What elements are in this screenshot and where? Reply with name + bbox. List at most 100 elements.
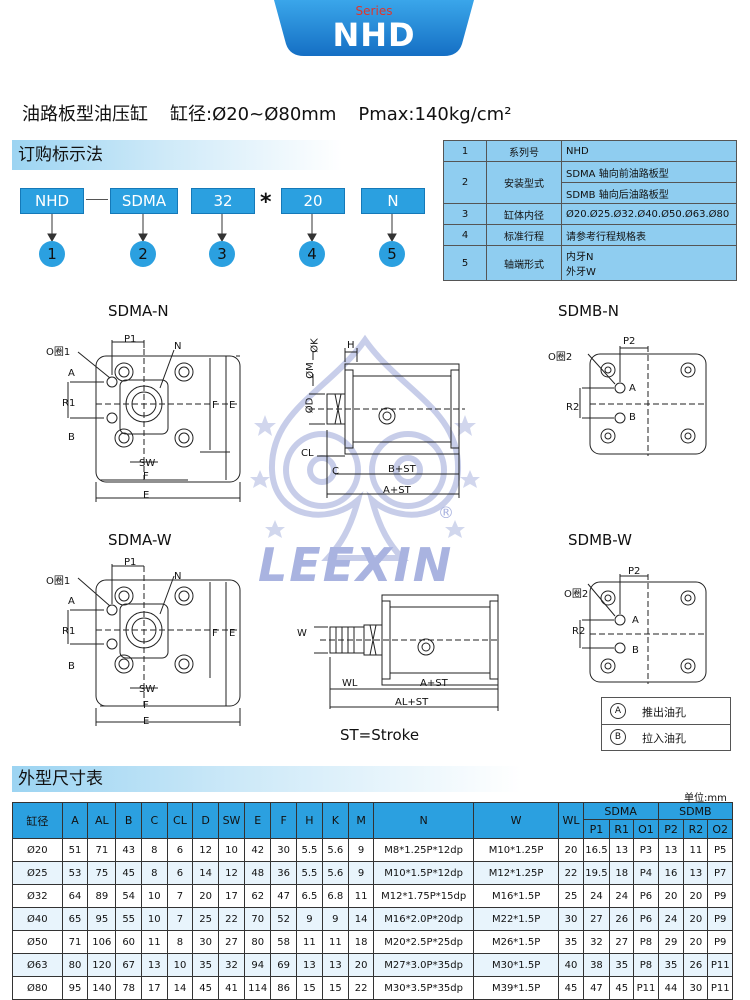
sdma-n-p1-label: P1 bbox=[124, 334, 137, 345]
table-cell: 6.5 bbox=[295, 884, 323, 908]
sdmb-n-p2-label: P2 bbox=[623, 336, 636, 347]
table-cell: 64 bbox=[61, 884, 89, 908]
table-cell: 95 bbox=[87, 907, 117, 931]
table-cell: 53 bbox=[61, 861, 89, 885]
table-cell: 78 bbox=[115, 976, 142, 1000]
column-header: M bbox=[347, 802, 375, 839]
table-cell: P8 bbox=[633, 930, 659, 954]
table-cell: 60 bbox=[115, 930, 142, 954]
code-bore: 32 bbox=[191, 188, 255, 214]
table-cell: 5.5 bbox=[295, 838, 323, 862]
table-cell: P9 bbox=[707, 907, 733, 931]
table-cell: P11 bbox=[633, 976, 659, 1000]
order-info-table: 1 系列号 NHD 2 安装型式 SDMA 轴向前油路板型 SDMB 轴向后油路… bbox=[443, 140, 737, 281]
table-cell: 11 bbox=[140, 930, 168, 954]
table-cell: M8*1.25P*12dp bbox=[373, 838, 474, 862]
code-number-2: 2 bbox=[130, 241, 156, 267]
table-cell: Ø20 bbox=[12, 838, 63, 862]
sdmb-n-r2-label: R2 bbox=[566, 402, 580, 413]
table-cell: P5 bbox=[707, 838, 733, 862]
side-view-n-drawing bbox=[309, 348, 465, 498]
table-cell: P9 bbox=[707, 930, 733, 954]
sdma-w-b-label: B bbox=[68, 661, 75, 672]
table-cell: 11 bbox=[321, 930, 349, 954]
table-cell: 140 bbox=[87, 976, 117, 1000]
sdma-w-f-bottom-label: F bbox=[143, 700, 149, 711]
leexin-wordmark: LEEXIN bbox=[258, 538, 454, 592]
table-cell: 35 bbox=[558, 930, 584, 954]
table-cell: 32 bbox=[582, 930, 611, 954]
column-header: N bbox=[373, 802, 474, 839]
table-cell: 30 bbox=[683, 976, 709, 1000]
diagram-title-sdma-w: SDMA-W bbox=[108, 531, 172, 549]
side-w-wl-label: WL bbox=[342, 678, 358, 689]
table-cell: 13 bbox=[321, 953, 349, 977]
sdma-n-sw-label: SW bbox=[139, 458, 156, 469]
table-cell: 22 bbox=[347, 976, 375, 1000]
table-cell: 20 bbox=[683, 930, 709, 954]
sdma-w-r1-label: R1 bbox=[62, 626, 76, 637]
sdmb-w-oring2-label: O圈2 bbox=[564, 589, 589, 600]
unit-label: 单位:mm bbox=[684, 793, 727, 804]
table-cell: 43 bbox=[115, 838, 142, 862]
column-subheader: O2 bbox=[707, 819, 733, 839]
column-subheader: P1 bbox=[582, 819, 611, 839]
code-arrows bbox=[47, 214, 397, 243]
port-legend: A 推出油孔 B 拉入油孔 bbox=[601, 697, 731, 751]
column-subheader: P2 bbox=[657, 819, 685, 839]
sdmb-w-a-label: A bbox=[632, 615, 639, 626]
side-view-w-drawing bbox=[314, 594, 500, 711]
table-cell: M26*1.5P bbox=[472, 930, 560, 954]
sdma-n-b-label: B bbox=[68, 432, 75, 443]
series-name: NHD bbox=[332, 16, 416, 54]
table-cell: 13 bbox=[140, 953, 168, 977]
table-cell: 19.5 bbox=[582, 861, 611, 885]
table-cell: 71 bbox=[87, 838, 117, 862]
table-cell: 27 bbox=[582, 907, 611, 931]
table-cell: 10 bbox=[140, 907, 168, 931]
info-row: 4 标准行程 请参考行程规格表 bbox=[443, 224, 737, 246]
sdma-w-e-label: E bbox=[229, 628, 236, 639]
table-cell: 13 bbox=[609, 838, 635, 862]
table-cell: 106 bbox=[87, 930, 117, 954]
sdma-w-sw-label: SW bbox=[139, 684, 156, 695]
code-number-4: 4 bbox=[299, 241, 325, 267]
table-cell: P7 bbox=[707, 861, 733, 885]
group-header-sdma: SDMA bbox=[582, 802, 659, 820]
dimension-section-label: 外型尺寸表 bbox=[18, 769, 103, 789]
table-cell: 20 bbox=[347, 953, 375, 977]
sdmb-n-a-label: A bbox=[629, 383, 636, 394]
info-row: 3 缸体内径 Ø20.Ø25.Ø32.Ø40.Ø50.Ø63.Ø80 bbox=[443, 203, 737, 225]
leexin-logo-watermark bbox=[250, 334, 480, 561]
side-n-c-label: C bbox=[332, 466, 339, 477]
code-stroke: 20 bbox=[281, 188, 345, 214]
table-cell: 9 bbox=[347, 838, 375, 862]
column-subheader: R2 bbox=[683, 819, 709, 839]
table-cell: 26 bbox=[683, 953, 709, 977]
sdma-n-a-label: A bbox=[68, 368, 75, 379]
side-n-d-label: ØD bbox=[304, 397, 316, 414]
sdma-w-f-label: F bbox=[212, 628, 218, 639]
table-cell: 10 bbox=[217, 838, 246, 862]
table-cell: P3 bbox=[633, 838, 659, 862]
table-cell: 51 bbox=[61, 838, 89, 862]
table-cell: 26 bbox=[609, 907, 635, 931]
legend-text-a: 推出油孔 bbox=[642, 706, 686, 719]
table-cell: 12 bbox=[217, 861, 246, 885]
table-cell: 27 bbox=[217, 930, 246, 954]
table-cell: Ø50 bbox=[12, 930, 63, 954]
table-cell: 17 bbox=[140, 976, 168, 1000]
diagram-title-sdma-n: SDMA-N bbox=[108, 302, 169, 320]
table-cell: 10 bbox=[166, 953, 194, 977]
max-pressure: Pmax:140kg/cm² bbox=[358, 104, 512, 125]
table-cell: 54 bbox=[115, 884, 142, 908]
code-dash bbox=[86, 199, 108, 200]
table-cell: M20*2.5P*25dp bbox=[373, 930, 474, 954]
sdma-n-drawing bbox=[67, 340, 241, 502]
table-cell: 5.5 bbox=[295, 861, 323, 885]
